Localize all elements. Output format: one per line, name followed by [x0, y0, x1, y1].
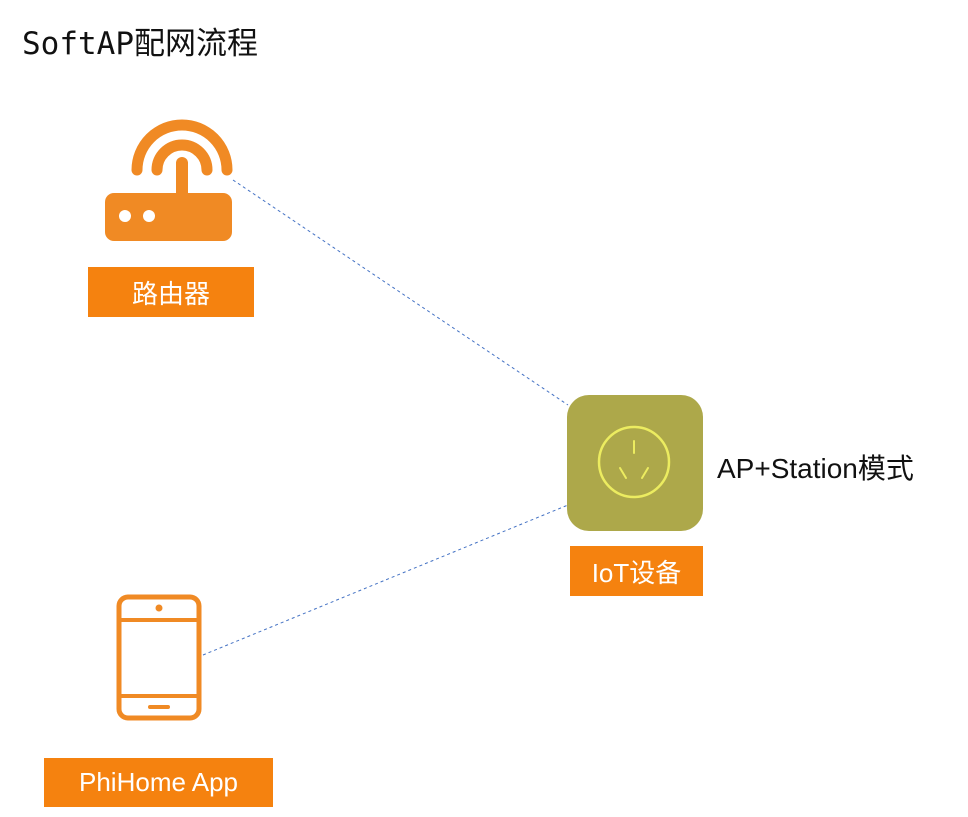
connector-app-iot — [202, 504, 569, 656]
connector-router-iot — [232, 179, 569, 406]
router-icon — [105, 119, 233, 241]
diagram-title: SoftAP配网流程 — [22, 26, 258, 62]
iot-mode-text: AP+Station模式 — [717, 453, 914, 484]
router-label: 路由器 — [88, 267, 254, 317]
app-label: PhiHome App — [44, 758, 273, 807]
smartphone-icon — [116, 594, 202, 721]
iot-device-label: IoT设备 — [570, 546, 703, 596]
power-socket-icon — [567, 395, 703, 531]
